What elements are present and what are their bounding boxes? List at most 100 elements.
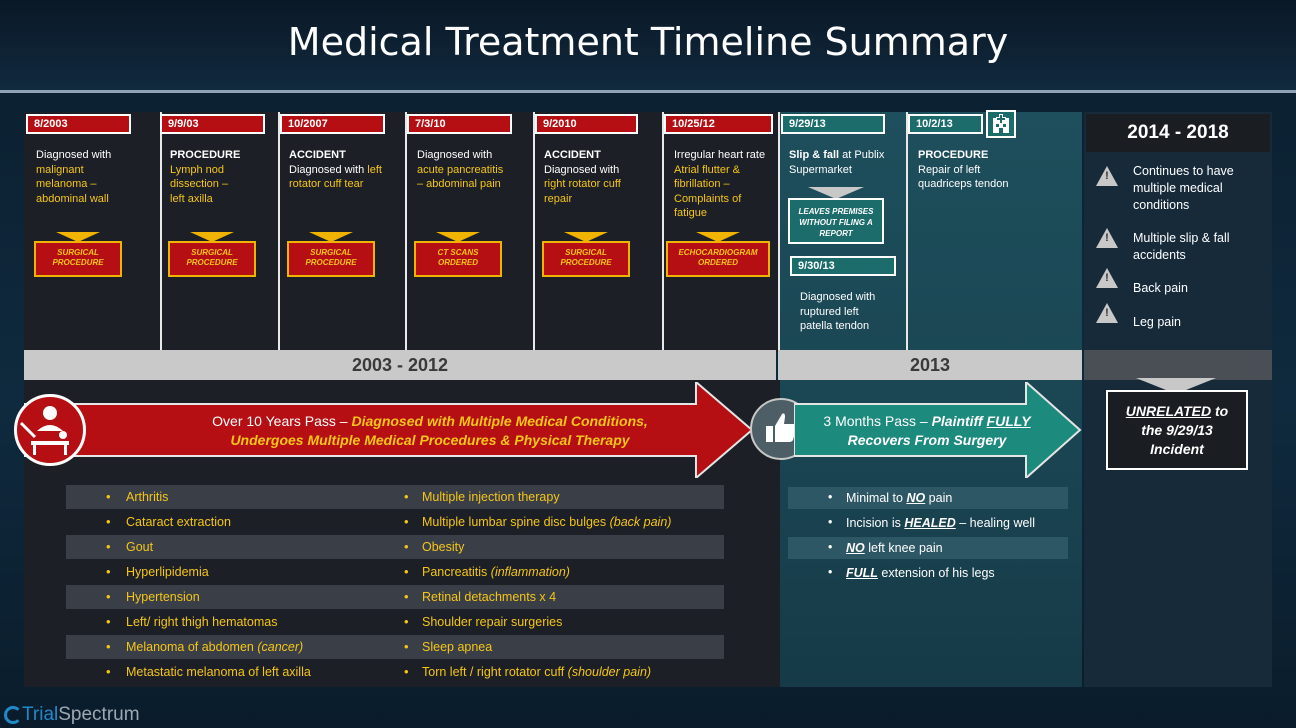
procedure-badge: SURGICAL PROCEDURE	[542, 241, 630, 277]
event-line: Slip & fall	[789, 149, 840, 161]
arrow-emphasis: FULLY	[986, 413, 1031, 429]
down-arrow-icon	[808, 187, 864, 199]
recovery-text: Incision is	[846, 516, 905, 530]
arrow-emphasis: Plaintiff	[931, 413, 987, 429]
later-item: Back pain	[1133, 281, 1188, 295]
condition-label: Pancreatitis	[422, 565, 491, 579]
event-line: PROCEDURE	[918, 149, 989, 161]
list-item: • FULL extension of his legs	[828, 565, 995, 580]
condition-label: Hyperlipidemia	[126, 565, 209, 579]
event-line: patella tendon	[800, 320, 870, 332]
event-card: 10/25/12 Irregular heart rate Atrial flu…	[664, 114, 776, 221]
condition-label: Arthritis	[126, 490, 169, 504]
arrow-emphasis: Recovers From Surgery	[847, 432, 1007, 448]
brand-logo: TrialSpectrum	[22, 704, 140, 726]
list-item: • NO left knee pain	[788, 537, 1068, 559]
event-card: 10/2007 ACCIDENT Diagnosed with left rot…	[280, 114, 404, 192]
down-arrow-icon	[436, 232, 480, 242]
event-description: Slip & fall at Publix Supermarket	[789, 148, 905, 177]
condition-label: Melanoma of abdomen	[126, 640, 258, 654]
condition-label: Retinal detachments x 4	[422, 590, 557, 604]
event-line: ACCIDENT	[289, 149, 346, 161]
event-line: ACCIDENT	[544, 149, 601, 161]
event-line: abdominal wall	[36, 192, 109, 205]
event-card: 9/9/03 PROCEDURE Lymph nod dissection – …	[160, 114, 276, 206]
event-line: left	[367, 163, 382, 176]
event-card: 8/2003 Diagnosed with malignant melanoma…	[26, 114, 158, 206]
condition-label: Multiple injection therapy	[422, 490, 560, 504]
list-item: •Melanoma of abdomen (cancer) •Sleep apn…	[66, 635, 724, 659]
condition-note: (inflammation)	[490, 565, 570, 579]
down-arrow-icon	[56, 232, 100, 242]
event-date: 10/25/12	[664, 114, 773, 134]
event-description: ACCIDENT Diagnosed with left rotator cuf…	[289, 148, 404, 192]
condition-label: Gout	[126, 540, 154, 554]
event-line: left axilla	[170, 192, 213, 205]
recovery-list: • Minimal to NO pain • Incision is HEALE…	[788, 487, 1068, 584]
event-card-ruptured-tendon: 9/30/13 Diagnosed with ruptured left pat…	[790, 256, 900, 334]
event-description: Diagnosed with acute pancreatitis – abdo…	[417, 148, 532, 192]
event-description: Diagnosed with ruptured left patella ten…	[800, 290, 900, 334]
unrelated-text: to	[1211, 403, 1229, 419]
down-arrow-icon	[190, 232, 234, 242]
event-date: 9/30/13	[790, 256, 896, 276]
list-item: •Cataract extraction •Multiple lumbar sp…	[106, 514, 672, 529]
event-date: 7/3/10	[407, 114, 512, 134]
event-date: 9/29/13	[781, 114, 885, 134]
arrow-prefix: 3 Months Pass –	[823, 413, 932, 429]
unrelated-emphasis: UNRELATED	[1125, 403, 1212, 419]
arrow-prefix: Over 10 Years Pass –	[212, 413, 352, 429]
condition-label: Metastatic melanoma of left axilla	[126, 665, 311, 679]
event-description: Diagnosed with malignant melanoma – abdo…	[36, 148, 158, 206]
event-line: repair	[544, 192, 573, 205]
event-date: 10/2007	[280, 114, 385, 134]
event-line: dissection –	[170, 178, 229, 190]
era-bar-2014-2018	[1084, 350, 1272, 380]
recovery-emphasis: NO	[846, 541, 865, 555]
logo-icon	[4, 706, 22, 724]
title-bar	[0, 0, 1296, 92]
event-date: 9/2010	[535, 114, 638, 134]
title-divider	[0, 90, 1296, 93]
event-date: 9/9/03	[160, 114, 265, 134]
procedure-badge: SURGICAL PROCEDURE	[287, 241, 375, 277]
leaves-premises-badge: LEAVES PREMISES WITHOUT FILING A REPORT	[788, 198, 884, 244]
event-line: malignant	[36, 163, 84, 176]
event-line: at Publix	[839, 149, 885, 161]
event-line: Repair of left	[918, 163, 981, 176]
unrelated-text: the 9/29/13	[1141, 422, 1213, 438]
event-line: – abdominal pain	[417, 178, 501, 190]
logo-text: Trial	[22, 704, 59, 725]
warning-icon: !	[1096, 303, 1118, 323]
procedure-badge: SURGICAL PROCEDURE	[168, 241, 256, 277]
event-card-slip-fall: 9/29/13 Slip & fall at Publix Supermarke…	[781, 114, 905, 177]
procedure-badge: ECHOCARDIOGRAM ORDERED	[666, 241, 770, 277]
condition-label: Torn left / right rotator cuff	[422, 665, 568, 679]
later-item: Leg pain	[1133, 315, 1181, 329]
event-line: Diagnosed with	[544, 163, 620, 176]
down-arrow-icon	[564, 232, 608, 242]
condition-note: (cancer)	[257, 640, 304, 654]
list-item: • Minimal to NO pain	[788, 487, 1068, 509]
event-line: acute pancreatitis	[417, 163, 504, 176]
event-line: fibrillation –	[674, 178, 730, 190]
unrelated-text: Incident	[1150, 441, 1204, 457]
era-bar-2003-2012: 2003 - 2012	[24, 350, 776, 380]
event-line: Diagnosed with	[417, 149, 493, 161]
column-divider	[533, 112, 535, 350]
event-line: right rotator cuff	[544, 178, 621, 190]
condition-label: Hypertension	[126, 590, 200, 604]
event-line: Irregular heart rate	[674, 149, 766, 161]
list-item: •Gout •Obesity	[66, 535, 724, 559]
event-description: ACCIDENT Diagnosed with right rotator cu…	[544, 148, 660, 206]
event-line: melanoma –	[36, 178, 97, 190]
recovery-text: left knee pain	[864, 541, 943, 555]
event-line: PROCEDURE	[170, 149, 241, 161]
condition-note: (shoulder pain)	[567, 665, 652, 679]
warning-icon: !	[1096, 166, 1118, 186]
event-line: Diagnosed with	[36, 149, 112, 161]
list-item: •Arthritis •Multiple injection therapy	[66, 485, 724, 509]
list-item: •Hypertension •Retinal detachments x 4	[66, 585, 724, 609]
condition-label: Obesity	[422, 540, 465, 554]
event-card: 9/2010 ACCIDENT Diagnosed with right rot…	[535, 114, 660, 206]
